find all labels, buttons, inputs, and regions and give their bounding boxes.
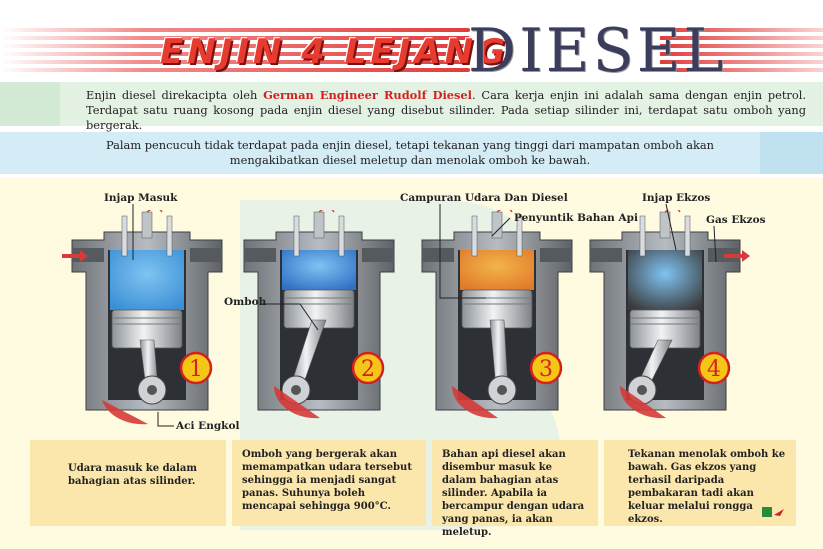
intro-part1: Enjin diesel direkacipta oleh [86,88,264,102]
engine-illustration: 2 [243,207,395,419]
engine-illustration: 3 [421,207,573,419]
engine-step-1: 1 [62,207,232,430]
label-injap-masuk: Injap Masuk [104,192,178,204]
label-penyuntik: Penyuntik Bahan Api [514,212,638,224]
engine-illustration: 1 [62,207,223,425]
engine-step-4: 4 [580,207,750,430]
step-number: 3 [539,357,553,382]
intro-text: Enjin diesel direkacipta oleh German Eng… [86,88,806,133]
step-number: 4 [707,357,721,382]
note-text: Palam pencucuh tidak terdapat pada enjin… [105,138,715,167]
step-number-badge: 4 [697,351,731,385]
caption-step-1: Udara masuk ke dalam bahagian atas silin… [30,440,226,526]
step-number-badge: 2 [351,351,385,385]
label-omboh: Omboh [224,296,267,308]
caption-step-2: Omboh yang bergerak akan memampatkan uda… [232,440,426,526]
step-number: 1 [189,357,203,382]
engine-illustration: 4 [589,207,750,419]
title-enjin-4-lejang: ENJIN 4 LEJANG [160,32,509,72]
engine-step-3: 3 [412,207,582,430]
header-stripes-right [660,28,823,76]
intro-band-box [60,82,823,126]
label-campuran: Campuran Udara Dan Diesel [400,192,568,204]
engine-step-2: 2 [234,207,404,430]
label-injap-ekzos: Injap Ekzos [642,192,711,204]
note-band-box [0,132,760,174]
label-gas-ekzos: Gas Ekzos [706,214,766,226]
header-stripes-left [0,28,470,76]
step-number-badge: 1 [179,351,213,385]
step-number-badge: 3 [529,351,563,385]
intro-highlight: German Engineer Rudolf Diesel [263,88,473,102]
step-number: 2 [361,357,375,382]
publisher-logo-icon [762,507,784,517]
label-aci-engkol: Aci Engkol [176,420,240,432]
intro-part2: . Cara kerja enjin ini adalah sama denga… [86,88,807,132]
caption-step-3: Bahan api diesel akan disembur masuk ke … [432,440,598,538]
title-diesel: DIESEL [468,16,727,86]
